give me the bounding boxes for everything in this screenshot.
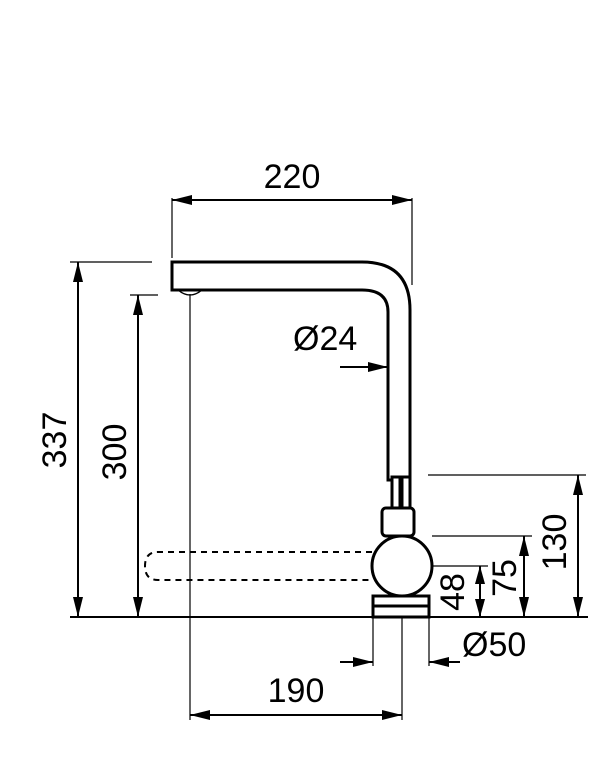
faucet-body [143, 260, 434, 619]
dim-tube-diameter-label: Ø24 [293, 320, 357, 358]
dim-total-height: 337 [36, 261, 152, 617]
dim-total-height-label: 337 [36, 412, 74, 469]
dim-spout-reach: 220 [171, 158, 413, 285]
dim-lever-height: 130 [428, 474, 586, 617]
dim-outlet-offset-label: 190 [268, 672, 325, 710]
dim-base-diameter: Ø50 [340, 617, 526, 667]
dim-body-height: 75 [432, 535, 532, 617]
dim-spout-height-label: 300 [96, 424, 134, 481]
dim-spout-height: 300 [96, 294, 158, 617]
dim-base-diameter-label: Ø50 [462, 626, 526, 664]
spout-swivel-ghost [143, 551, 372, 581]
dim-spout-reach-label: 220 [264, 158, 321, 196]
dim-tube-diameter: Ø24 [293, 320, 388, 372]
faucet-round-body [370, 534, 434, 598]
spout-tube [170, 260, 412, 482]
dim-base-height-label: 48 [434, 573, 472, 611]
dim-lever-height-label: 130 [536, 514, 574, 571]
dim-body-height-label: 75 [486, 559, 524, 597]
faucet-base [371, 604, 431, 619]
dim-base-height: 48 [432, 565, 488, 617]
lever-connector [380, 506, 416, 538]
dim-outlet-offset: 190 [189, 294, 403, 720]
